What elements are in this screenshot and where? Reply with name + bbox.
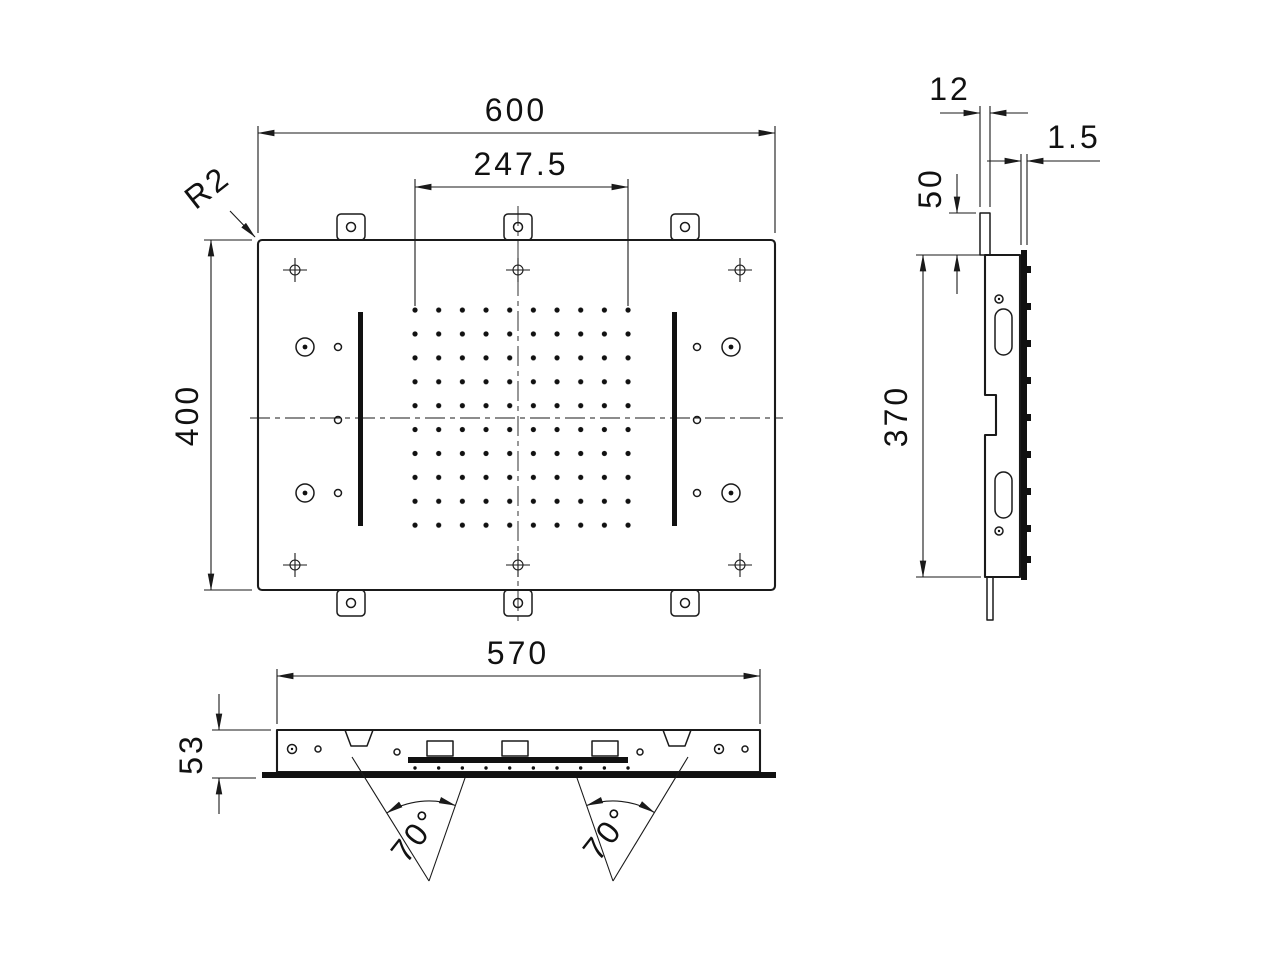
hook-notch-right <box>662 729 692 747</box>
dim-bracket-width: 12 <box>929 71 1028 207</box>
nozzle-plate-edge <box>408 757 628 763</box>
dim-front-height: 53 <box>173 694 271 814</box>
dim-label-panel-height: 400 <box>169 384 205 446</box>
strip-holes <box>286 743 749 756</box>
dim-label-bracket-width: 12 <box>929 71 971 107</box>
dim-corner-radius: R2 <box>178 159 256 238</box>
mounting-tabs-bottom <box>336 589 700 617</box>
dim-label-bracket-length: 570 <box>487 635 549 671</box>
clip-tab <box>426 740 454 757</box>
dim-panel-width: 600 <box>257 92 776 233</box>
dim-label-side-height: 370 <box>878 385 914 447</box>
hook-notch-left <box>344 729 374 747</box>
bracket-strip <box>275 728 762 774</box>
dim-panel-thickness: 1.5 <box>987 119 1100 245</box>
slot-upper <box>994 308 1013 356</box>
dim-bracket-length: 570 <box>276 635 761 724</box>
dim-side-height: 370 <box>878 254 981 578</box>
slot-right <box>672 312 677 526</box>
face-panel-edge <box>1021 250 1027 580</box>
top-view <box>250 206 783 624</box>
clip-tab <box>591 740 619 757</box>
clip-tab <box>501 740 529 757</box>
clip-ticks <box>1027 266 1031 563</box>
mounting-tabs-top <box>336 213 700 241</box>
dim-bracket-offset: 50 <box>912 167 981 294</box>
channel-body <box>983 253 1022 579</box>
centerlines <box>250 206 783 624</box>
dim-label-nozzle-field: 247.5 <box>473 146 568 182</box>
dim-label-panel-width: 600 <box>485 92 547 128</box>
nozzle-grid <box>403 298 640 538</box>
dim-nozzle-field-width: 247.5 <box>414 146 629 306</box>
small-holes <box>333 342 702 498</box>
bottom-bracket-tab <box>986 576 994 621</box>
dim-label-front-height: 53 <box>173 733 209 775</box>
slot-left <box>358 312 363 526</box>
top-bracket-tab <box>979 212 991 256</box>
dim-label-angle-right: 70° <box>575 800 639 867</box>
side-view <box>979 212 1031 621</box>
panel-edge <box>262 772 776 778</box>
slot-lower <box>994 471 1013 519</box>
dim-label-corner-radius: R2 <box>178 159 237 216</box>
dim-label-panel-thickness: 1.5 <box>1047 119 1100 155</box>
front-view <box>262 728 776 778</box>
dim-label-angle-left: 70° <box>383 802 447 869</box>
dim-panel-height: 400 <box>169 239 252 591</box>
dim-label-bracket-offset: 50 <box>912 167 948 209</box>
